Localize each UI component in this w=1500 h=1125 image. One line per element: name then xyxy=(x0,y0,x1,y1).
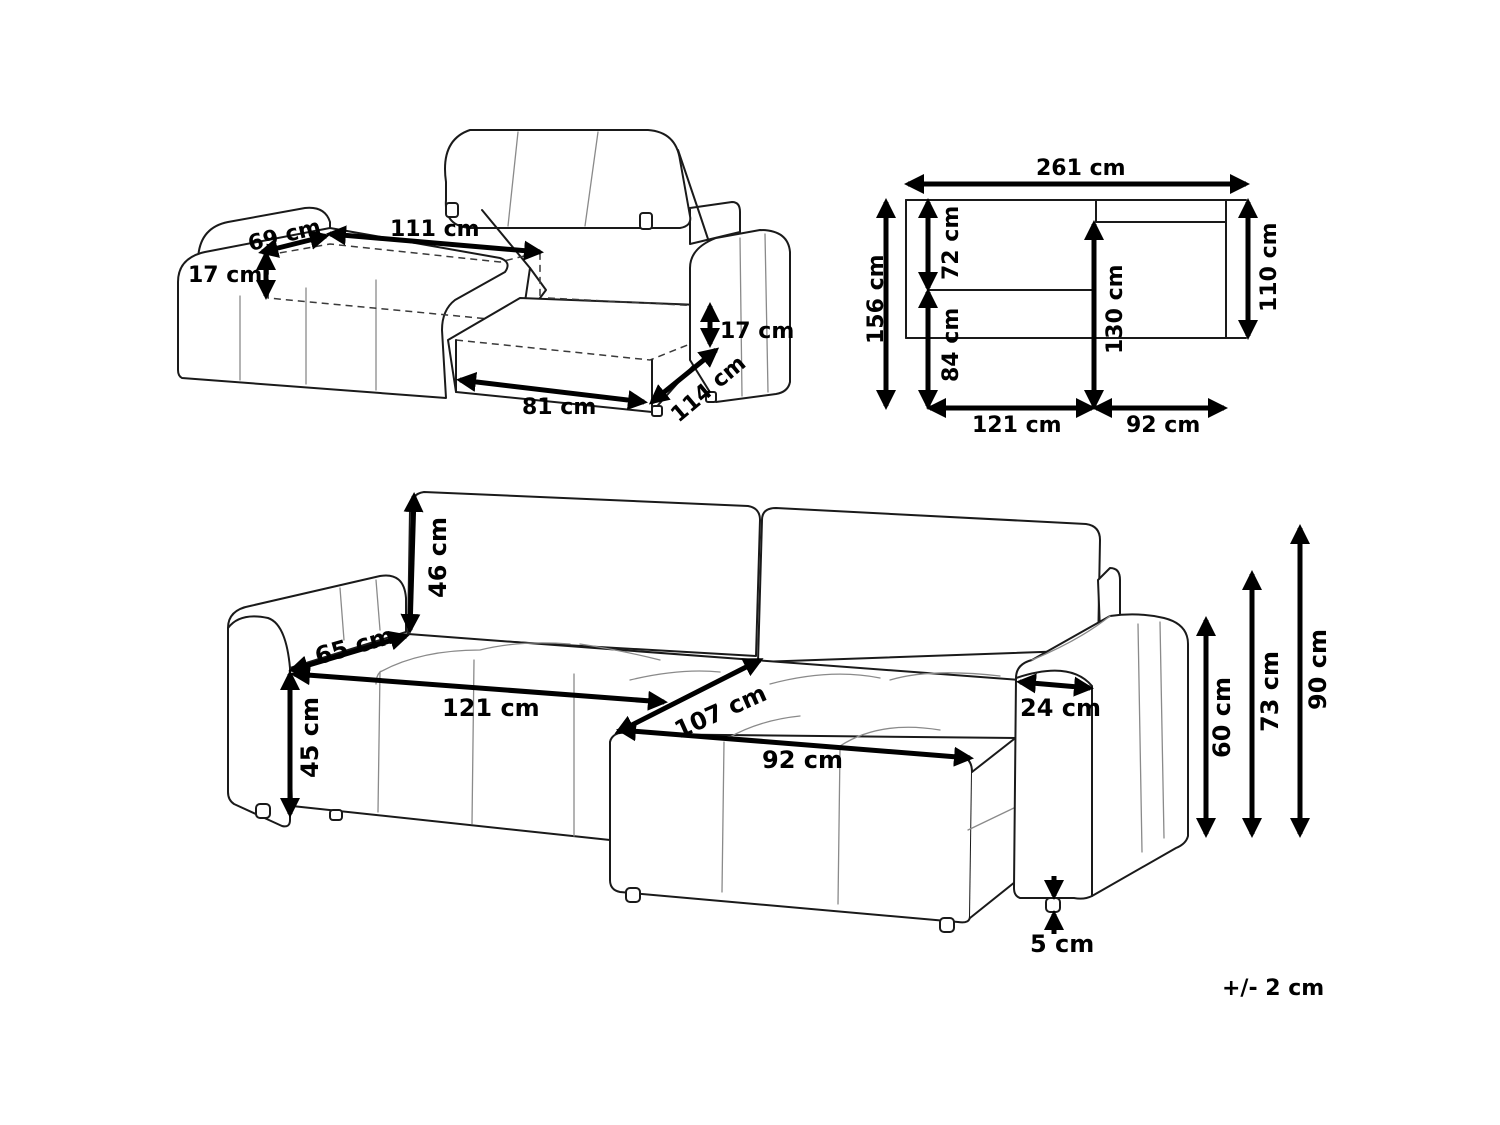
label-156cm: 156 cm xyxy=(864,254,889,344)
label-60cm: 60 cm xyxy=(1208,677,1236,758)
label-261cm: 261 cm xyxy=(1036,156,1126,181)
label-90cm: 90 cm xyxy=(1304,629,1332,710)
label-92cm-top: 92 cm xyxy=(1126,413,1200,438)
armrest-width-arrow xyxy=(1016,673,1094,697)
chaise-storage-length-arrow xyxy=(648,347,720,405)
label-121cm-front: 121 cm xyxy=(442,694,540,722)
label-24cm: 24 cm xyxy=(1020,694,1101,722)
label-73cm: 73 cm xyxy=(1256,651,1284,732)
label-46cm: 46 cm xyxy=(424,517,452,598)
chaise-storage-width-arrow xyxy=(456,371,648,411)
label-17cm-left: 17 cm xyxy=(188,263,262,288)
seat-width-arrow xyxy=(290,665,668,711)
chaise-depth-arrow xyxy=(614,657,764,735)
label-72cm: 72 cm xyxy=(939,206,964,280)
front-view-dimensions xyxy=(280,492,1310,934)
seat-depth-arrow xyxy=(288,630,410,676)
chaise-width-arrow xyxy=(616,721,974,767)
armrest-depth-arrow xyxy=(258,230,330,258)
tolerance-note: +/- 2 cm xyxy=(1222,976,1324,1001)
label-81cm: 81 cm xyxy=(522,395,596,420)
label-84cm: 84 cm xyxy=(939,308,964,382)
label-92cm-front: 92 cm xyxy=(762,746,843,774)
top-view-dimensions xyxy=(876,174,1258,418)
label-45cm: 45 cm xyxy=(296,697,324,778)
storage-width-arrow xyxy=(326,225,544,261)
storage-view-drawing xyxy=(177,129,791,417)
label-5cm: 5 cm xyxy=(1030,930,1094,958)
label-110cm: 110 cm xyxy=(1257,222,1282,312)
label-17cm-right: 17 cm xyxy=(720,319,794,344)
label-111cm: 111 cm xyxy=(390,217,480,242)
storage-view-dimensions xyxy=(256,225,720,411)
backrest-height-arrow xyxy=(400,492,424,634)
label-121cm-top: 121 cm xyxy=(972,413,1062,438)
label-130cm: 130 cm xyxy=(1103,264,1128,354)
